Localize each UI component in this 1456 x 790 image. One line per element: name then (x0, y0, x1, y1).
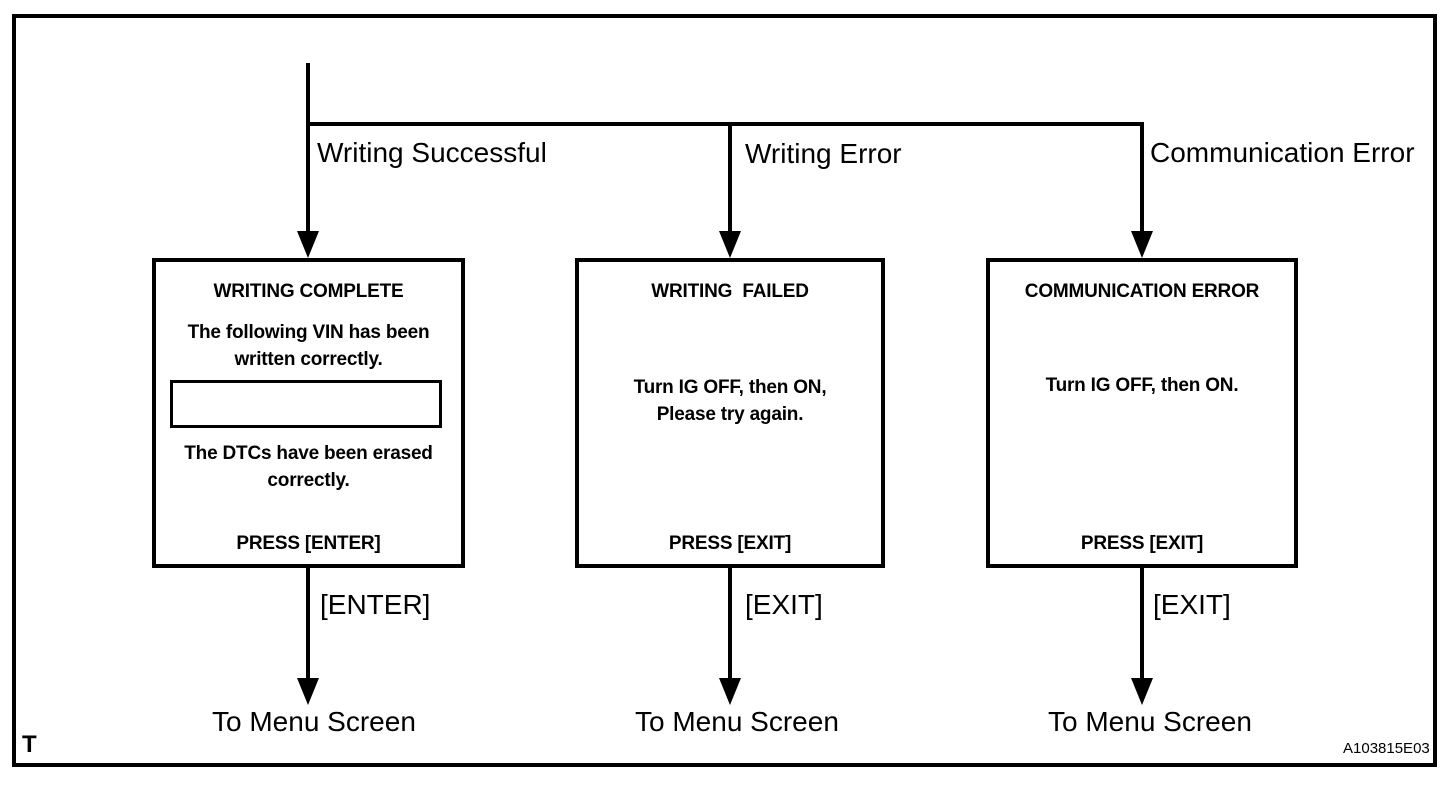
arrowhead-into-box-left (297, 231, 319, 258)
arrowhead-to-menu-middle (719, 678, 741, 705)
branch-label-communication-error: Communication Error (1150, 137, 1415, 168)
box-title-communication-error: COMMUNICATION ERROR (1024, 281, 1260, 302)
screen-box-writing-complete: WRITING COMPLETE The following VIN has b… (152, 258, 465, 568)
key-label-exit-right: [EXIT] (1153, 589, 1231, 620)
box-body-vin-written: The following VIN has been written corre… (187, 322, 430, 370)
connector-top-stem-left (306, 63, 310, 233)
key-label-exit-middle: [EXIT] (745, 589, 823, 620)
corner-mark: T (22, 731, 37, 758)
branch-label-writing-error: Writing Error (745, 138, 902, 169)
screen-box-writing-failed: WRITING FAILED Turn IG OFF, then ON, Ple… (575, 258, 885, 568)
destination-menu-screen-middle: To Menu Screen (635, 706, 839, 737)
key-label-enter: [ENTER] (320, 589, 431, 620)
vin-display-field (170, 380, 442, 428)
figure-border (12, 14, 1437, 767)
box-title-writing-complete: WRITING COMPLETE (213, 281, 404, 302)
connector-exit-right (1140, 567, 1144, 680)
connector-stem-right (1140, 122, 1144, 233)
figure-code: A103815E03 (1343, 740, 1430, 757)
connector-exit-middle (728, 567, 732, 680)
arrowhead-into-box-middle (719, 231, 741, 258)
connector-stem-middle (728, 122, 732, 233)
screen-box-communication-error: COMMUNICATION ERROR Turn IG OFF, then ON… (986, 258, 1298, 568)
box-press-exit-right: PRESS [EXIT] (1080, 533, 1204, 554)
box-body-try-again: Turn IG OFF, then ON, Please try again. (633, 377, 827, 425)
box-body-dtcs-erased: The DTCs have been erased correctly. (184, 443, 433, 491)
destination-menu-screen-left: To Menu Screen (212, 706, 416, 737)
box-title-writing-failed: WRITING FAILED (651, 281, 809, 302)
arrowhead-to-menu-left (297, 678, 319, 705)
box-body-turn-ig: Turn IG OFF, then ON. (1045, 375, 1239, 396)
connector-horizontal-branch (306, 122, 1144, 126)
branch-label-writing-successful: Writing Successful (317, 137, 547, 168)
arrowhead-into-box-right (1131, 231, 1153, 258)
connector-exit-left (306, 567, 310, 680)
arrowhead-to-menu-right (1131, 678, 1153, 705)
box-press-enter: PRESS [ENTER] (236, 533, 381, 554)
box-press-exit-middle: PRESS [EXIT] (668, 533, 792, 554)
destination-menu-screen-right: To Menu Screen (1048, 706, 1252, 737)
